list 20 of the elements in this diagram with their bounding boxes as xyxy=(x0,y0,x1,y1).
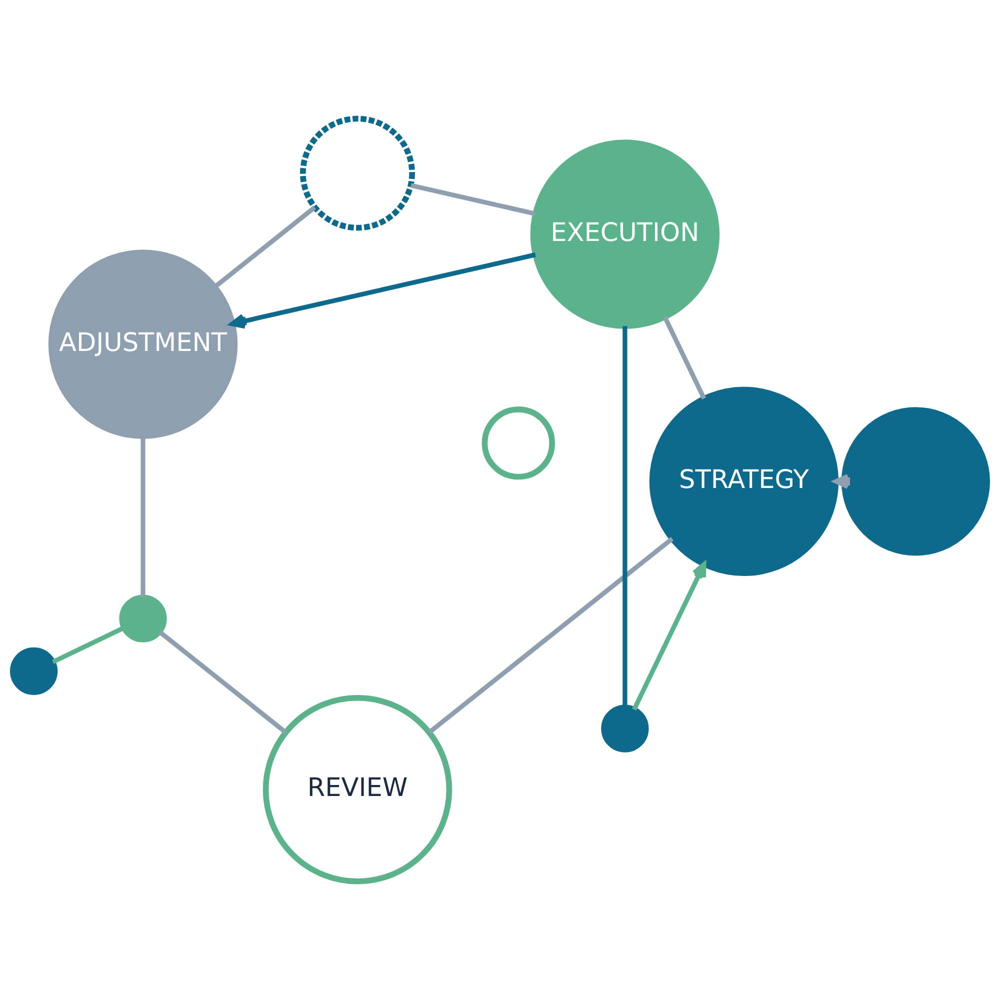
arrow xyxy=(230,252,536,329)
node-circle xyxy=(601,704,649,752)
node-circle: REVIEW xyxy=(262,695,452,884)
connector xyxy=(428,536,674,734)
node-circle xyxy=(10,647,58,695)
connector xyxy=(662,316,706,400)
connector xyxy=(140,436,146,598)
connector xyxy=(622,326,628,708)
connector xyxy=(213,206,316,289)
node-circle: EXECUTION xyxy=(530,140,720,329)
arrow xyxy=(834,474,850,489)
connector xyxy=(410,183,536,216)
node-circle: STRATEGY xyxy=(649,386,839,576)
node-circle: ADJUSTMENT xyxy=(48,250,238,439)
connector xyxy=(52,626,125,664)
connector xyxy=(158,630,288,734)
node-circle xyxy=(300,116,415,231)
node-circle xyxy=(119,594,167,642)
node-circle xyxy=(482,406,555,480)
arrow xyxy=(632,562,706,711)
